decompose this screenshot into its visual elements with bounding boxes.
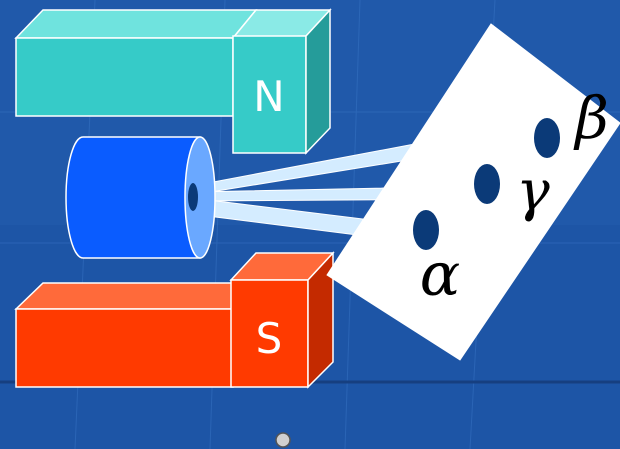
detection-screen — [326, 23, 620, 361]
source-aperture — [188, 183, 198, 211]
north-pole-label: N — [253, 72, 284, 121]
gamma-label: γ — [516, 159, 550, 224]
south-magnet: S — [14, 251, 335, 389]
alpha-label: α — [420, 240, 461, 310]
north-magnet: N — [14, 8, 332, 155]
gamma-spot — [474, 164, 500, 204]
beta-label: β — [573, 84, 609, 152]
alpha-spot — [413, 210, 439, 250]
beta-spot — [534, 118, 560, 158]
south-pole-label: S — [256, 314, 283, 363]
beam-spots — [413, 118, 560, 250]
radiation-source — [65, 136, 216, 259]
slide-nav-dot[interactable] — [275, 432, 291, 448]
